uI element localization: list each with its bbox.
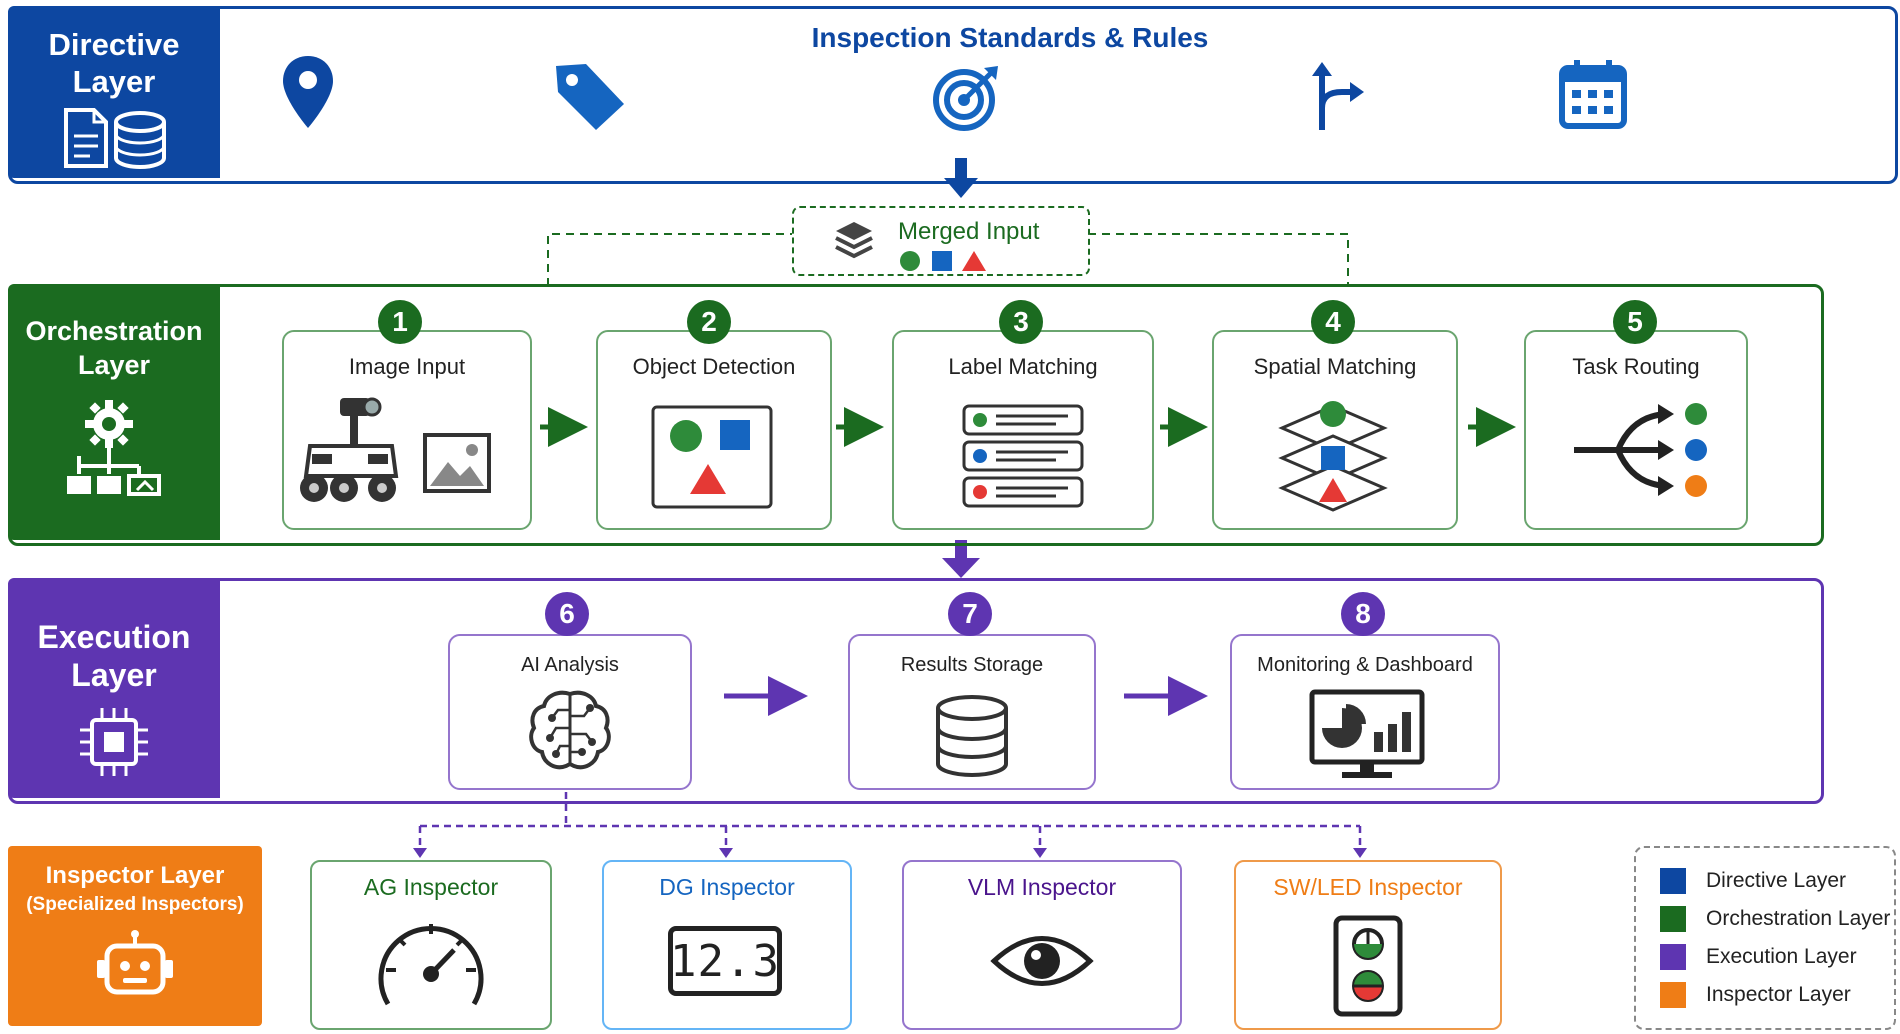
routing-branch-icon (1572, 398, 1712, 502)
inspector-title: AG Inspector (363, 874, 499, 900)
step-label-matching: Label Matching (892, 330, 1154, 530)
location-pin-icon (280, 54, 336, 130)
directive-layer-label: Directive Layer (8, 6, 220, 178)
step-number-badge: 1 (378, 300, 422, 344)
legend-label: Execution Layer (1706, 945, 1857, 968)
analog-gauge-icon (374, 914, 488, 1014)
legend-item-directive: Directive Layer (1660, 868, 1846, 894)
spatial-layers-icon (1278, 392, 1388, 516)
step-spatial-matching: Spatial Matching (1212, 330, 1458, 530)
digital-display-icon: 12.3 (668, 926, 782, 996)
step-title: Results Storage (900, 654, 1044, 676)
fork-arrow-icon (1308, 58, 1368, 132)
execution-layer-label: Execution Layer (8, 578, 220, 798)
dg-inspector-card: DG Inspector 12.3 (602, 860, 852, 1030)
legend-swatch (1660, 868, 1686, 894)
step-title: Label Matching (948, 354, 1098, 379)
vlm-inspector-card: VLM Inspector (902, 860, 1182, 1030)
orchestration-layer-title: Orchestration Layer (25, 316, 203, 380)
switch-led-panel-icon (1332, 914, 1404, 1018)
legend-label: Inspector Layer (1706, 983, 1851, 1006)
directive-title: Inspection Standards & Rules (811, 22, 1209, 53)
legend-item-inspector: Inspector Layer (1660, 982, 1851, 1008)
ag-inspector-card: AG Inspector (310, 860, 552, 1030)
step-monitoring-dashboard: Monitoring & Dashboard (1230, 634, 1500, 790)
swled-inspector-card: SW/LED Inspector (1234, 860, 1502, 1030)
merged-input-box: Merged Input (792, 206, 1090, 276)
step-object-detection: Object Detection (596, 330, 832, 530)
legend-item-orchestration: Orchestration Layer (1660, 906, 1890, 932)
step-results-storage: Results Storage (848, 634, 1096, 790)
step-ai-analysis: AI Analysis (448, 634, 692, 790)
target-icon (932, 62, 1002, 132)
robot-head-icon (95, 930, 175, 1000)
digital-readout: 12.3 (670, 935, 780, 987)
step-task-routing: Task Routing (1524, 330, 1748, 530)
step-number-badge: 7 (948, 592, 992, 636)
inspector-title: SW/LED Inspector (1273, 874, 1463, 900)
inspector-title: VLM Inspector (967, 874, 1117, 900)
brain-circuit-icon (528, 688, 612, 774)
inspector-title: DG Inspector (659, 874, 795, 900)
image-frame-icon (422, 432, 492, 494)
robot-rover-icon (296, 396, 402, 508)
step-number-badge: 3 (999, 300, 1043, 344)
step-title: Monitoring & Dashboard (1257, 654, 1473, 676)
legend-swatch (1660, 982, 1686, 1008)
exec-to-inspectors-lines (418, 792, 1362, 852)
calendar-icon (1558, 58, 1628, 130)
step-title: AI Analysis (521, 654, 619, 676)
legend-swatch (1660, 944, 1686, 970)
document-database-icon (54, 106, 174, 170)
label-list-icon (960, 402, 1086, 512)
shape-markers-icon (898, 250, 992, 272)
legend-item-execution: Execution Layer (1660, 944, 1857, 970)
step-number-badge: 6 (545, 592, 589, 636)
legend-label: Directive Layer (1706, 869, 1847, 892)
merged-bracket-line (547, 233, 1349, 286)
step-image-input: Image Input (282, 330, 532, 530)
step-title: Object Detection (632, 354, 796, 379)
merged-input-label: Merged Input (898, 218, 1040, 245)
orchestration-layer-label: Orchestration Layer (8, 284, 220, 540)
step-number-badge: 2 (687, 300, 731, 344)
legend-label: Orchestration Layer (1706, 907, 1891, 930)
legend-box: Directive Layer Orchestration Layer Exec… (1634, 846, 1896, 1030)
step-number-badge: 8 (1341, 592, 1385, 636)
step-number-badge: 4 (1311, 300, 1355, 344)
layers-stack-icon (834, 220, 874, 262)
tag-icon (552, 60, 628, 132)
gear-workflow-icon (49, 394, 179, 504)
detection-frame-icon (650, 404, 774, 510)
execution-layer-title: Execution Layer (37, 619, 191, 693)
legend-swatch (1660, 906, 1686, 932)
step-number-badge: 5 (1613, 300, 1657, 344)
database-icon (934, 694, 1010, 778)
directive-layer-title: Directive Layer (48, 27, 180, 99)
step-title: Image Input (348, 354, 466, 379)
step-title: Task Routing (1572, 354, 1700, 379)
eye-icon (990, 928, 1094, 994)
inspector-layer-title: Inspector Layer (45, 862, 225, 889)
dashboard-monitor-icon (1308, 688, 1426, 782)
inspector-layer-label: Inspector Layer (Specialized Inspectors) (8, 846, 262, 1026)
exec-to-inspectors-heads (413, 848, 1367, 858)
step-title: Spatial Matching (1253, 354, 1417, 379)
inspector-layer-subtitle: (Specialized Inspectors) (26, 894, 244, 915)
cpu-chip-icon (78, 706, 150, 778)
